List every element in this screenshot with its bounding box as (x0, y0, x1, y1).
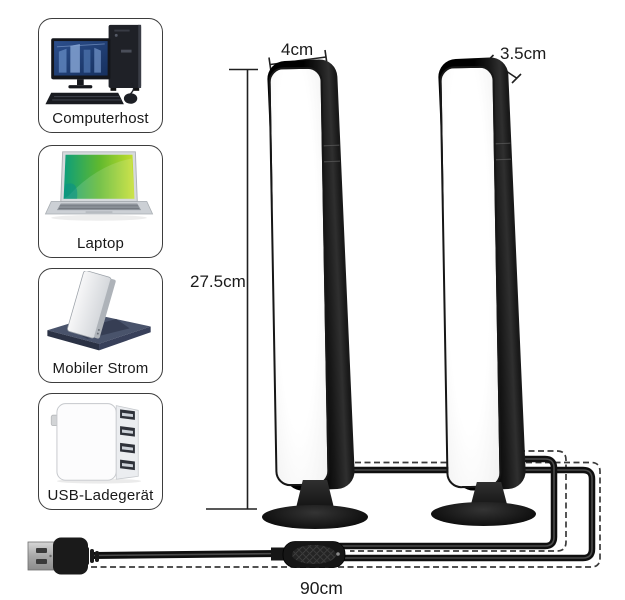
height-dimension-line (206, 68, 258, 510)
bar-width-label: 4cm (281, 40, 314, 59)
left-stand-neck (296, 480, 334, 508)
cable-length-label: 90cm (300, 578, 343, 598)
usb-ports (120, 409, 135, 471)
power-bank-icon (47, 271, 151, 351)
laptop-icon (44, 151, 154, 221)
desktop-computer-icon (45, 24, 142, 105)
usb-charger-icon (50, 403, 142, 484)
left-stand-base (262, 505, 368, 529)
bar-height-label: 27.5cm (190, 272, 246, 291)
cable-measure-dashed-inner (350, 450, 567, 552)
source-label-power-bank: Mobiler Strom (52, 360, 149, 377)
right-bar-seam (493, 142, 512, 161)
bar-depth-label: 3.5cm (500, 44, 547, 63)
left-bar-seam (322, 144, 341, 163)
source-label-usb-charger: USB-Ladegerät (47, 487, 154, 504)
source-box-laptop: Laptop (38, 145, 163, 258)
source-box-power-bank: Mobiler Strom (38, 268, 163, 383)
cable-measure-dashed-outer (90, 461, 601, 568)
main-cable (92, 550, 283, 559)
cable-splitter (271, 541, 346, 568)
left-light-bar-face (268, 66, 330, 487)
cable-loop-left-bar (332, 466, 596, 562)
right-stand-base (431, 502, 536, 526)
source-box-computerhost: Computerhost (38, 18, 163, 133)
source-label-computerhost: Computerhost (52, 110, 149, 127)
source-label-laptop: Laptop (76, 235, 125, 252)
usb-plug (27, 537, 99, 575)
right-light-bar-face (439, 65, 502, 489)
source-box-usb-charger: USB-Ladegerät (38, 393, 163, 510)
cable-loop-right-bar (336, 455, 558, 550)
